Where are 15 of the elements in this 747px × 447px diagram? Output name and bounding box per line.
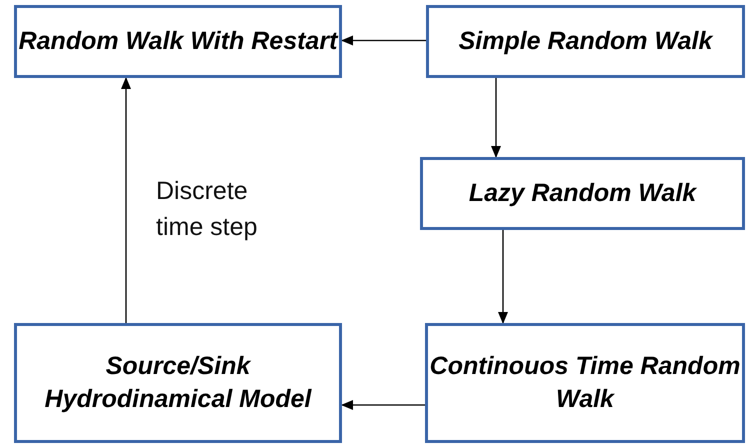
box-label: Source/Sink Hydrodinamical Model	[44, 351, 313, 415]
process-box	[426, 5, 745, 78]
arrow	[498, 230, 508, 324]
process-box	[14, 5, 342, 78]
arrow	[121, 77, 131, 323]
box-label: Continouos Time Random Walk	[428, 351, 742, 415]
arrow	[491, 78, 501, 158]
process-box	[425, 323, 745, 443]
arrow	[341, 400, 425, 410]
process-box	[420, 157, 745, 230]
box-label: Lazy Random Walk	[468, 178, 696, 209]
box-label: Simple Random Walk	[458, 26, 712, 57]
box-label: Random Walk With Restart	[18, 26, 338, 57]
process-box	[14, 323, 342, 443]
arrow	[341, 36, 426, 46]
